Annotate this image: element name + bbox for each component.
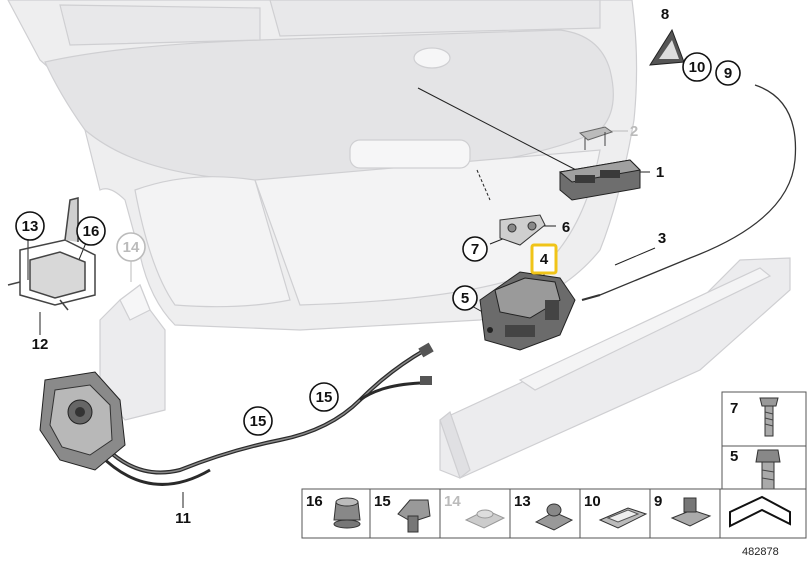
bottom-cell-label: 16 xyxy=(306,493,323,510)
callout-label: 15 xyxy=(250,413,267,430)
callout-6: 6 xyxy=(562,219,570,236)
callout-2: 2 xyxy=(630,123,638,140)
callout-8: 8 xyxy=(661,6,669,23)
callout-15: 15 xyxy=(309,382,339,412)
bottom-cell-label: 14 xyxy=(444,493,461,510)
callout-label: 9 xyxy=(724,65,732,82)
callout-7: 7 xyxy=(462,236,488,262)
callout-label: 3 xyxy=(658,230,666,247)
side-cell-label: 5 xyxy=(730,448,738,465)
part-11-drive-unit xyxy=(39,371,126,471)
part-13-nut xyxy=(534,503,574,531)
callout-label: 6 xyxy=(562,219,570,236)
part-6-bracket xyxy=(499,214,546,246)
callout-circle xyxy=(76,216,106,246)
wiring-harness xyxy=(98,342,434,486)
callout-circle xyxy=(715,60,741,86)
orientation-arrow-icon xyxy=(729,495,791,528)
callout-16: 16 xyxy=(76,216,106,246)
part-14-nut xyxy=(464,509,506,529)
callout-14: 14 xyxy=(116,232,146,262)
part-2-bracket xyxy=(578,126,614,150)
callout-3: 3 xyxy=(658,230,666,247)
callout-label: 2 xyxy=(630,123,638,140)
bottom-cell-label: 9 xyxy=(654,493,662,510)
side-cell-screw: 7 xyxy=(730,397,779,437)
callout-label: 11 xyxy=(175,510,191,527)
callout-circle xyxy=(462,236,488,262)
callout-label: 8 xyxy=(661,6,669,23)
bottom-cell-label: 10 xyxy=(584,493,601,510)
bottom-parts-table: 16 15 14 13 10 9 xyxy=(301,488,807,539)
part-10-clip xyxy=(598,507,648,529)
callout-label: 4 xyxy=(540,251,549,268)
diagram-reference-number: 482878 xyxy=(742,546,779,558)
callout-circle xyxy=(15,211,45,241)
rear-trim-panel xyxy=(439,257,791,480)
callout-label: 7 xyxy=(471,241,479,258)
part-12-bracket xyxy=(7,197,96,311)
side-cell-label: 7 xyxy=(730,400,738,417)
bottom-cell-label: 15 xyxy=(374,493,391,510)
callout-circle xyxy=(243,406,273,436)
part-16-nut xyxy=(333,497,361,529)
side-parts-table: 7 5 xyxy=(721,391,807,503)
callout-12: 12 xyxy=(32,336,49,353)
callout-circle xyxy=(452,285,478,311)
callout-label: 13 xyxy=(22,218,39,235)
callout-4: 4 xyxy=(530,243,558,275)
callout-5: 5 xyxy=(452,285,478,311)
part-1-switch xyxy=(558,159,642,201)
tailgate-outline xyxy=(7,0,638,331)
bowden-cable xyxy=(581,84,797,302)
callout-label: 1 xyxy=(656,164,664,181)
callout-highlight-box xyxy=(530,243,558,275)
callout-11: 11 xyxy=(175,510,191,527)
callout-15: 15 xyxy=(243,406,273,436)
part-8-clip xyxy=(649,28,685,66)
part-4-lock-assembly xyxy=(479,271,576,351)
callout-10: 10 xyxy=(682,52,712,82)
callout-label: 15 xyxy=(316,389,333,406)
part-9-grommet xyxy=(670,497,712,527)
callout-circle xyxy=(682,52,712,82)
part-15-clip xyxy=(397,499,431,533)
callout-9: 9 xyxy=(715,60,741,86)
callout-label: 5 xyxy=(461,290,469,307)
callout-1: 1 xyxy=(656,164,664,181)
callout-label: 10 xyxy=(689,59,706,76)
callout-13: 13 xyxy=(15,211,45,241)
callout-label: 14 xyxy=(123,239,140,256)
callout-label: 16 xyxy=(83,223,100,240)
bottom-cell-label: 13 xyxy=(514,493,531,510)
side-cell-bolt: 5 xyxy=(730,448,781,493)
callout-circle xyxy=(309,382,339,412)
callout-circle xyxy=(116,232,146,262)
callout-label: 12 xyxy=(32,336,49,353)
